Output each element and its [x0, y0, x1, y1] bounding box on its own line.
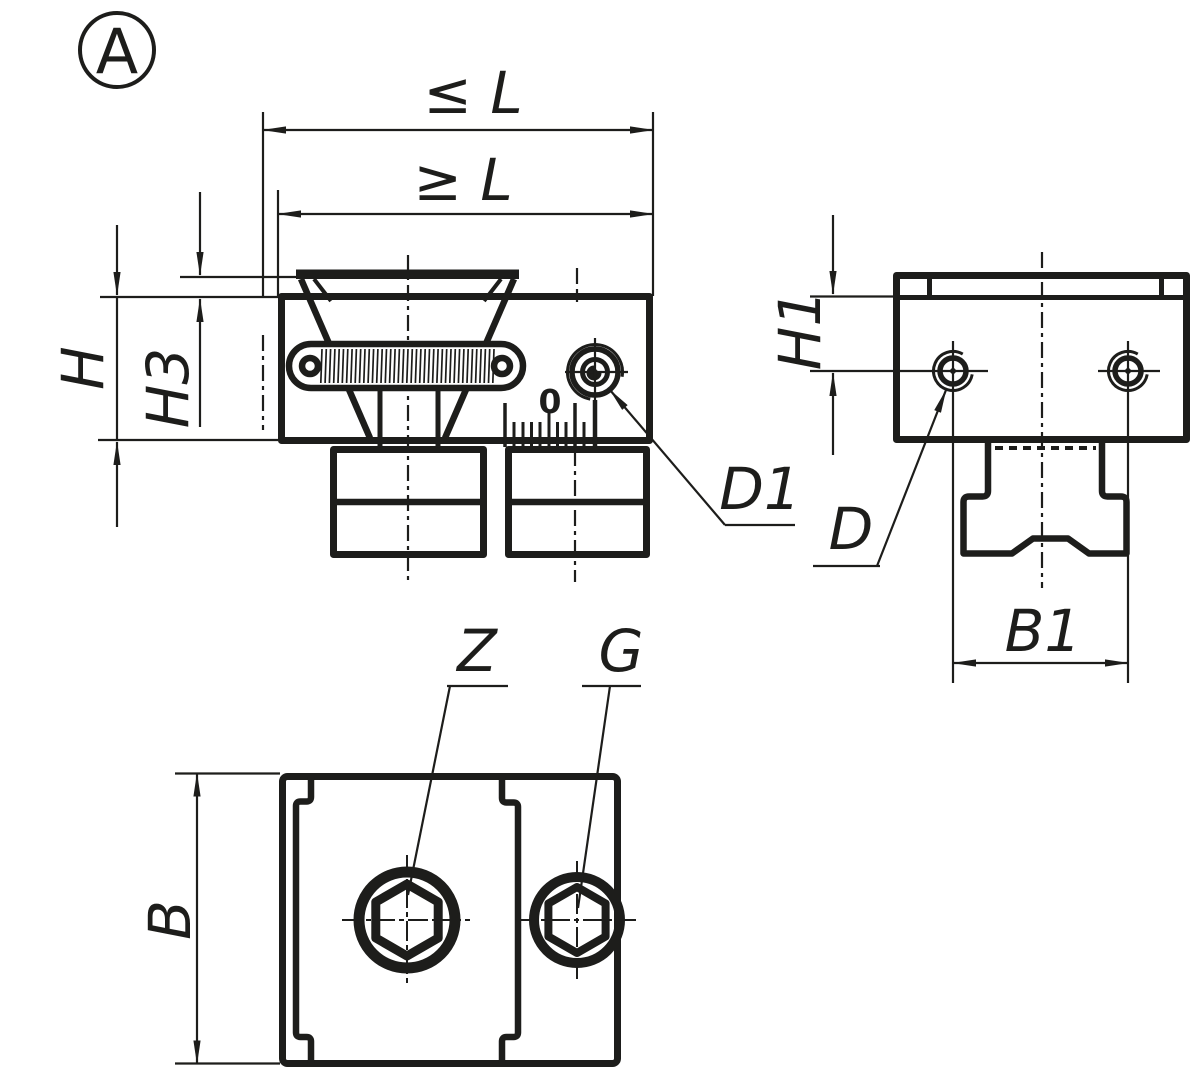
coil-line	[367, 348, 371, 384]
coil-line	[423, 348, 427, 384]
leader-d1: D1	[609, 389, 801, 527]
spring-eyelet-right	[490, 354, 514, 378]
coil-line	[393, 348, 396, 384]
side-body-outline	[893, 272, 1190, 443]
coil-line	[466, 348, 470, 384]
coil-line	[388, 348, 392, 384]
dim-text: ≤ L	[423, 59, 522, 127]
coil-line	[431, 348, 435, 384]
dim-tenon-width: B1	[952, 597, 1129, 667]
leader-text: Z	[455, 617, 498, 685]
coil-line	[457, 348, 461, 384]
hole-thread-arc	[932, 350, 974, 392]
coil-line	[453, 348, 457, 384]
leader-z: Z	[406, 617, 508, 896]
leader-text: G	[599, 617, 644, 685]
coil-line	[418, 348, 422, 384]
dim-max-length: ≤ L	[261, 59, 655, 298]
dim-text: H1	[766, 290, 834, 371]
dim-hole-height: H1	[766, 215, 923, 455]
hole-thread-arc	[1107, 350, 1149, 392]
wedge-left-inner-edge	[312, 277, 333, 303]
coil-line	[328, 348, 332, 384]
leader-line	[576, 685, 612, 909]
leader-text: D	[829, 495, 874, 563]
front-view: 0 ≤ L ≥ L H	[49, 59, 801, 585]
adjustment-scale: 0	[503, 382, 586, 447]
coil-line	[401, 348, 405, 384]
clamp-body-outline	[278, 293, 653, 444]
coil-line	[337, 348, 341, 384]
leader-line	[406, 685, 452, 896]
side-view: H1 B1 D	[766, 215, 1190, 683]
spring-coil	[319, 348, 495, 384]
coil-line	[350, 348, 353, 384]
coil-line	[479, 348, 482, 384]
coil-line	[444, 348, 448, 384]
coil-line	[461, 348, 465, 384]
coil-line	[427, 348, 431, 384]
dim-width: B	[136, 772, 280, 1065]
dim-wedge-height: H3	[134, 192, 296, 428]
coil-line	[487, 348, 491, 384]
dim-text: B1	[1005, 597, 1082, 665]
leader-text: D1	[719, 455, 801, 523]
coil-line	[414, 348, 418, 384]
left-t-nut-outline	[330, 446, 487, 558]
leader-d: D	[813, 389, 948, 568]
wedge-top-plate	[296, 269, 519, 279]
wedge-right-inner-edge	[482, 277, 503, 303]
coil-line	[380, 348, 384, 384]
coil-line	[474, 348, 478, 384]
coil-line	[371, 348, 375, 384]
coil-line	[384, 348, 388, 384]
bottom-screw-right	[517, 861, 637, 979]
coil-line	[483, 348, 487, 384]
scale-zero-text: 0	[539, 382, 562, 421]
coil-line	[410, 348, 414, 384]
leader-line	[875, 389, 948, 567]
coil-line	[470, 348, 474, 384]
t-slot-tenon-outline	[960, 441, 1130, 557]
bottom-view: B Z G	[136, 617, 644, 1067]
left-jaw-split-line	[292, 777, 315, 1063]
t-nut-blocks	[330, 446, 650, 558]
coil-line	[405, 348, 409, 384]
screw-core-notch	[595, 363, 604, 372]
coil-line	[397, 348, 401, 384]
coil-line	[448, 348, 452, 384]
coil-line	[436, 348, 439, 384]
clamping-screw	[565, 338, 628, 447]
screw-thread-arc	[566, 343, 625, 401]
view-label-text: A	[96, 15, 138, 88]
spring-eyelet-left	[298, 354, 322, 378]
coil-line	[341, 348, 345, 384]
dim-total-height: H	[49, 225, 278, 527]
coil-line	[345, 348, 349, 384]
dim-text: ≥ L	[413, 146, 512, 214]
coil-line	[358, 348, 362, 384]
dim-text: H3	[134, 348, 202, 429]
side-hole-left	[923, 341, 988, 683]
dim-text: H	[49, 346, 117, 390]
tension-spring	[285, 340, 527, 392]
coil-line	[440, 348, 444, 384]
right-t-nut-outline	[505, 446, 650, 558]
leader-g: G	[576, 617, 644, 909]
view-label-circle	[78, 11, 156, 89]
coil-line	[354, 348, 358, 384]
ruler-ticks	[503, 403, 586, 447]
middle-jaw-split-line	[498, 777, 522, 1063]
bottom-screw-left	[342, 855, 472, 985]
view-label-a: A	[78, 11, 156, 89]
coil-line	[319, 348, 323, 384]
dim-min-length: ≥ L	[276, 146, 654, 296]
coil-line	[375, 348, 379, 384]
coil-line	[332, 348, 336, 384]
coil-line	[362, 348, 366, 384]
dim-text: B	[136, 900, 204, 940]
coil-line	[324, 348, 328, 384]
leader-line	[609, 389, 726, 526]
